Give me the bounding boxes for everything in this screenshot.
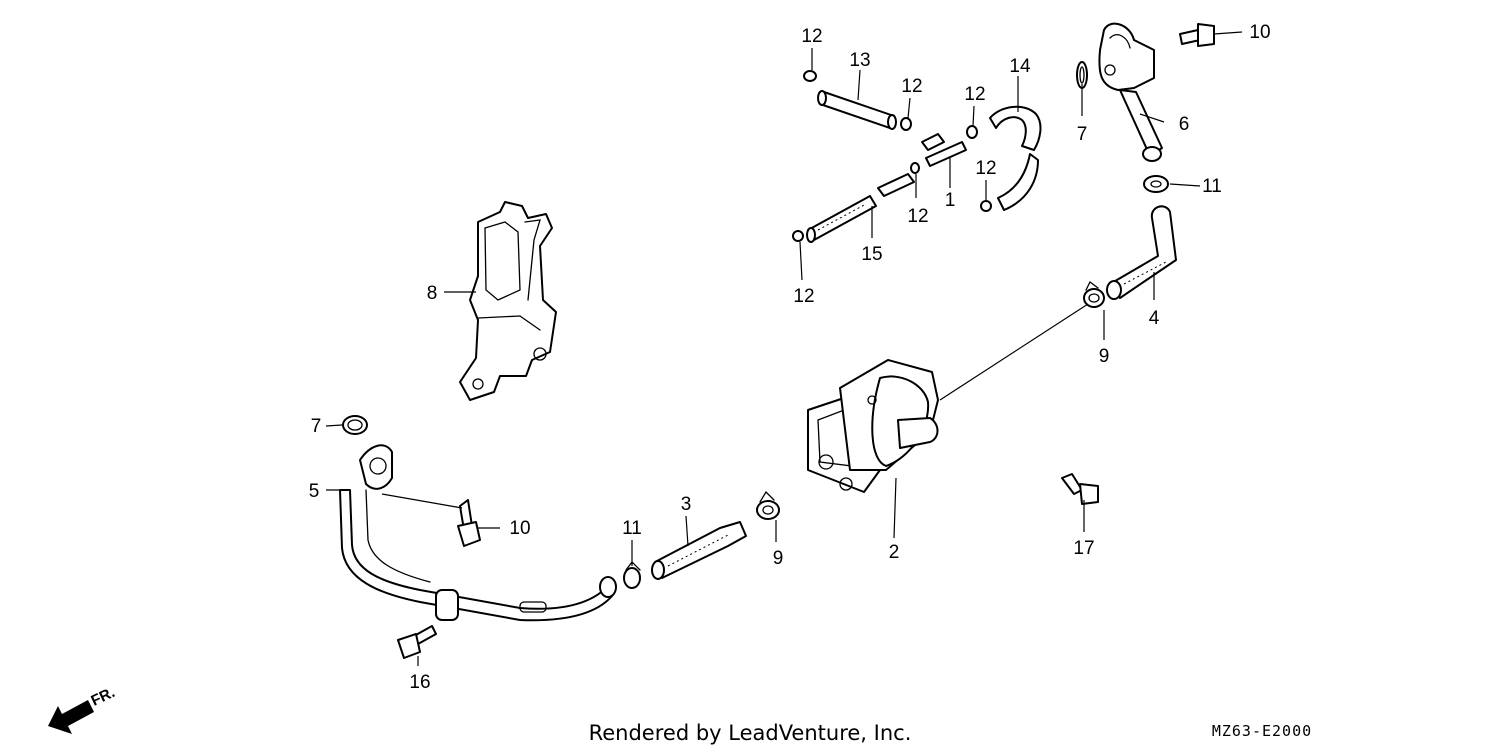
callout-1: 1 <box>945 190 956 211</box>
clamp-11-upper-part[interactable] <box>1143 175 1169 193</box>
bracket-part[interactable] <box>459 201 557 401</box>
clips-12-part[interactable] <box>792 70 992 242</box>
callout-15: 15 <box>861 244 882 265</box>
clip-9-lower-part[interactable] <box>756 490 780 520</box>
callout-labels: 12 13 12 12 14 12 12 1 15 12 10 7 6 11 4… <box>309 22 1271 693</box>
callout-10: 10 <box>1249 22 1270 43</box>
callout-17: 17 <box>1073 538 1094 559</box>
bolt-lower-part[interactable] <box>457 499 481 547</box>
upper-pipe-part[interactable] <box>1098 22 1163 162</box>
connector-1-part[interactable] <box>921 133 967 167</box>
callout-7: 7 <box>1077 124 1088 145</box>
gasket-left-part[interactable] <box>342 415 368 435</box>
front-direction-indicator: FR. <box>48 684 118 734</box>
callout-12: 12 <box>801 26 822 47</box>
lower-pipe-part[interactable] <box>339 444 617 622</box>
callout-13: 13 <box>849 50 870 71</box>
callout-11: 11 <box>622 518 642 539</box>
direction-label: FR. <box>89 684 118 710</box>
bolt-16-part[interactable] <box>397 625 437 659</box>
bolt-17-part[interactable] <box>1061 473 1099 505</box>
callout-12: 12 <box>975 158 996 179</box>
callout-14: 14 <box>1009 56 1031 77</box>
callout-4: 4 <box>1149 308 1160 329</box>
callout-6: 6 <box>1179 114 1190 135</box>
hose-4-part[interactable] <box>1106 205 1177 300</box>
bolt-upper-part[interactable] <box>1179 23 1215 47</box>
callout-12: 12 <box>793 286 814 307</box>
callout-11: 11 <box>1202 176 1222 197</box>
hose-14-part[interactable] <box>989 105 1042 211</box>
callout-8: 8 <box>427 283 438 304</box>
direction-arrow-icon <box>48 700 94 734</box>
callout-9: 9 <box>1099 346 1110 367</box>
hose-15-part[interactable] <box>806 173 915 243</box>
clip-9-upper-part[interactable] <box>1083 281 1105 308</box>
credit-text: Rendered by LeadVenture, Inc. <box>589 721 912 745</box>
callout-9: 9 <box>773 548 784 569</box>
diagram-code: MZ63-E2000 <box>1212 722 1312 740</box>
pump-assembly-part[interactable] <box>807 359 939 493</box>
callout-10: 10 <box>509 518 530 539</box>
leader-lines <box>325 31 1243 666</box>
callout-2: 2 <box>889 542 900 563</box>
callout-16: 16 <box>409 672 430 693</box>
callout-12: 12 <box>964 84 985 105</box>
callout-5: 5 <box>309 481 320 502</box>
callout-7: 7 <box>311 416 322 437</box>
hose-3-part[interactable] <box>651 521 747 580</box>
callout-12: 12 <box>901 76 922 97</box>
callout-12: 12 <box>907 206 928 227</box>
callout-3: 3 <box>681 494 692 515</box>
tube-13-part[interactable] <box>817 90 897 130</box>
